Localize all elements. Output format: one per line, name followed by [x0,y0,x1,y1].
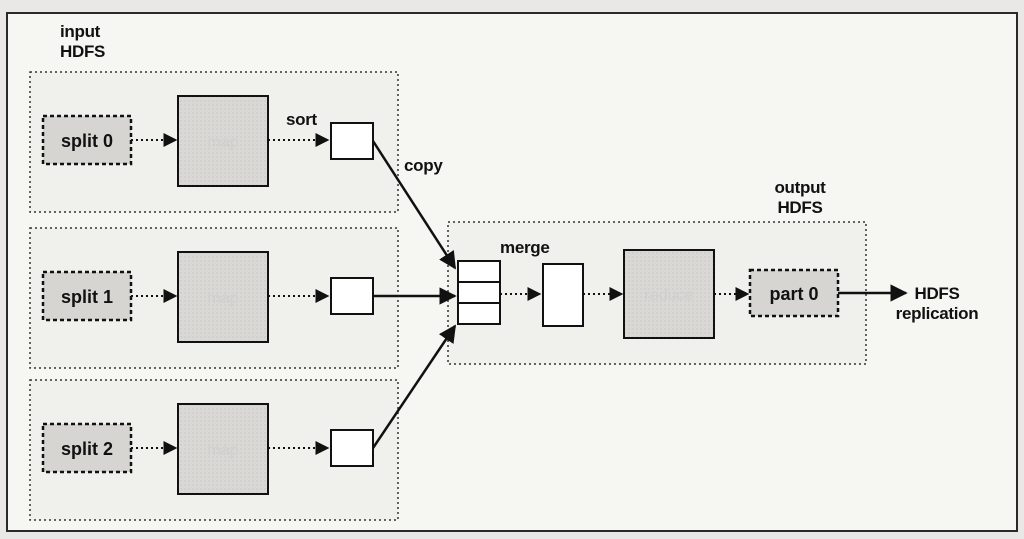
map-box-1 [177,251,269,343]
input-hdfs-label: input HDFS [60,22,105,62]
split-box-2 [41,422,133,474]
split-label-2: split 2 [61,439,113,459]
merge-label: merge [500,238,550,257]
replication-line-2: replication [895,304,979,323]
copy-arrow-0 [371,140,457,270]
map-box-0 [177,95,269,187]
reduce-box [623,249,715,339]
part-label: part 0 [769,284,818,304]
output-label-line-2: HDFS [777,198,823,217]
merge-segment-2 [457,302,501,325]
copy-label: copy [404,156,443,175]
output-label-line-1: output [774,178,826,197]
sort-buffer-1 [330,277,374,315]
input-label-line-1: input [60,22,101,41]
merged-file [542,263,584,327]
replication-line-1: HDFS [914,284,960,303]
reduce-label: reduce [645,287,694,304]
split-label-0: split 0 [61,131,113,151]
map-label-2: map [207,442,238,459]
merge-segment-0 [457,260,501,283]
part-box [748,268,840,318]
input-label-line-2: HDFS [60,42,106,61]
output-hdfs-label: output HDFS [774,178,825,218]
split-label-1: split 1 [61,287,113,307]
map-box-2 [177,403,269,495]
map-label-0: map [207,134,238,151]
split-box-1 [41,270,133,322]
map-label-1: map [207,290,238,307]
copy-arrow-2 [371,324,457,449]
hdfs-replication-label: HDFS replication [896,284,979,324]
sort-buffer-0 [330,122,374,160]
merge-segment-1 [457,281,501,304]
sort-label: sort [286,110,317,129]
sort-buffer-2 [330,429,374,467]
